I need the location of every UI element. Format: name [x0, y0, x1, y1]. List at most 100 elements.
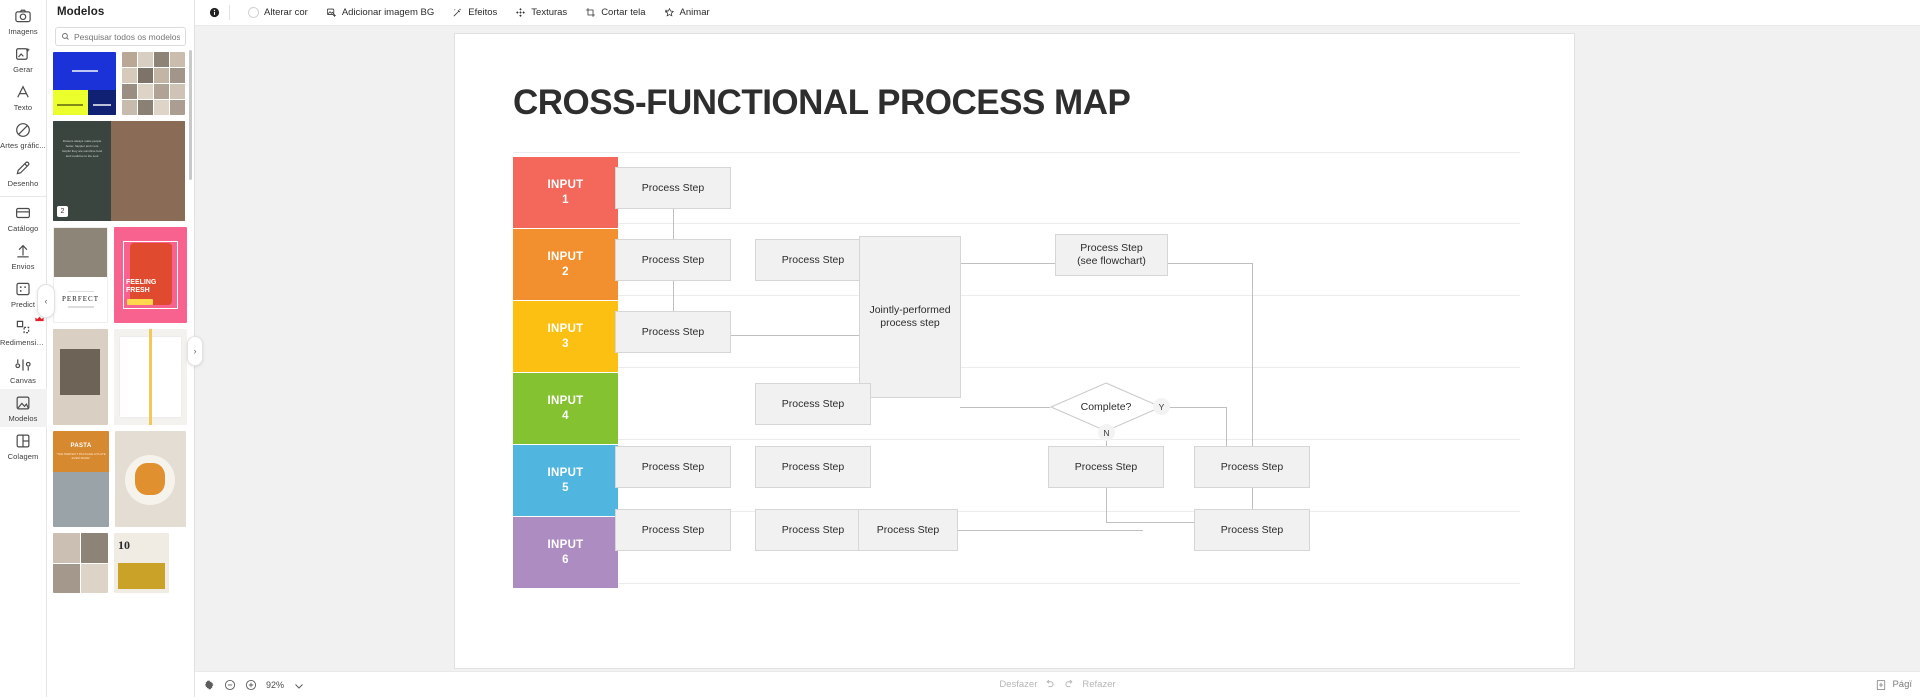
template-thumbnail-perfect[interactable]: PERFECT — [53, 227, 108, 323]
process-step-node[interactable]: Process Step — [755, 383, 871, 425]
lane-label: INPUT — [547, 250, 584, 263]
sidebar-item-redimensionar[interactable]: Redimensio... — [0, 313, 47, 351]
zoom-out-icon[interactable] — [224, 679, 236, 691]
lane-header-input-4[interactable]: INPUT 4 — [513, 373, 618, 444]
lane-header-input-1[interactable]: INPUT 1 — [513, 157, 618, 228]
sidebar-item-predict[interactable]: Predict — [0, 275, 47, 313]
thumbnail-row: 10 — [53, 533, 188, 593]
search-box[interactable] — [55, 27, 186, 46]
lane-header-input-5[interactable]: INPUT 5 — [513, 445, 618, 516]
template-thumbnail-martin-morris[interactable] — [53, 52, 116, 115]
lane-divider — [513, 439, 1520, 440]
process-step-node[interactable]: Process Step — [615, 239, 731, 281]
process-step-node[interactable]: Process Step — [1194, 509, 1310, 551]
sidebar-item-desenho[interactable]: Desenho — [0, 154, 47, 192]
template-thumbnail-ten[interactable]: 10 — [114, 533, 169, 593]
node-line-1: Process Step — [1080, 242, 1143, 254]
template-thumbnail-notebook-mockup[interactable] — [114, 329, 187, 425]
process-step-node[interactable]: Process Step — [615, 446, 731, 488]
alterar-cor-button[interactable]: Alterar cor — [239, 4, 317, 21]
gear-icon[interactable] — [203, 679, 215, 691]
undo-button[interactable]: Desfazer — [999, 678, 1055, 691]
toolbar-button-label: Alterar cor — [264, 7, 308, 18]
info-button[interactable] — [202, 7, 226, 18]
sidebar-item-gerar[interactable]: Gerar — [0, 40, 47, 78]
template-thumbnail-food[interactable] — [115, 431, 186, 527]
diagram-title: CROSS-FUNCTIONAL PROCESS MAP — [513, 83, 1131, 122]
toolbar-divider — [229, 5, 230, 20]
process-step-node[interactable]: Process Step — [615, 311, 731, 353]
design-page[interactable]: CROSS-FUNCTIONAL PROCESS MAP INPUT 1 — [454, 33, 1575, 669]
process-step-node[interactable]: Process Step — [755, 446, 871, 488]
sidebar-item-label: Modelos — [8, 414, 38, 423]
process-step-node[interactable]: Process Step — [1194, 446, 1310, 488]
sidebar-item-texto[interactable]: Texto — [0, 78, 47, 116]
lane-divider — [513, 223, 1520, 224]
search-input[interactable] — [74, 31, 180, 42]
edge-label-yes: Y — [1153, 398, 1170, 415]
lane-number: 3 — [562, 337, 569, 350]
decision-node[interactable]: Complete? — [1050, 382, 1162, 432]
zoom-in-icon[interactable] — [245, 679, 257, 691]
connector — [615, 335, 860, 336]
chevron-down-icon[interactable] — [293, 680, 303, 690]
sidebar-item-catalogo[interactable]: Catálogo — [0, 199, 47, 237]
canvas-stage[interactable]: CROSS-FUNCTIONAL PROCESS MAP INPUT 1 — [195, 26, 1920, 671]
redo-label: Refazer — [1082, 679, 1116, 690]
crop-icon — [586, 8, 596, 17]
template-thumbnail-caption: PASTA — [70, 443, 92, 450]
process-step-node[interactable]: Process Step — [615, 167, 731, 209]
node-line-2: (see flowchart) — [1077, 255, 1146, 267]
sidebar-item-envios[interactable]: Envios — [0, 237, 47, 275]
expand-panel-button[interactable]: › — [187, 336, 203, 366]
collage-icon — [14, 432, 32, 450]
process-step-node[interactable]: Process Step — [615, 509, 731, 551]
template-thumbnail-collage[interactable] — [53, 533, 108, 593]
process-step-node[interactable]: Process Step — [858, 509, 958, 551]
sidebar-item-artes-graficas[interactable]: Artes gráfic... — [0, 116, 47, 154]
process-step-see-flowchart-node[interactable]: Process Step (see flowchart) — [1055, 234, 1168, 276]
connector — [1252, 480, 1253, 522]
sidebar-item-imagens[interactable]: Imagens — [0, 2, 47, 40]
text-icon — [14, 83, 32, 101]
texturas-button[interactable]: Texturas — [506, 4, 576, 21]
sidebar-item-canvas[interactable]: Canvas — [0, 351, 47, 389]
sparkle-image-icon — [14, 45, 32, 63]
lane-header-input-6[interactable]: INPUT 6 — [513, 517, 618, 588]
jointly-performed-process-step-node[interactable]: Jointly-performed process step — [859, 236, 961, 398]
adicionar-imagem-bg-button[interactable]: Adicionar imagem BG — [317, 4, 443, 21]
status-bar-right[interactable]: Págï — [1875, 679, 1912, 691]
template-thumbnail-caption: FRESH — [126, 287, 150, 294]
template-thumbnail-beige-portrait[interactable] — [53, 329, 108, 425]
lane-header-input-3[interactable]: INPUT 3 — [513, 301, 618, 372]
effects-wand-icon — [453, 8, 462, 17]
process-map-diagram: CROSS-FUNCTIONAL PROCESS MAP INPUT 1 — [455, 34, 1576, 670]
shapes-icon — [14, 121, 32, 139]
cortar-tela-button[interactable]: Cortar tela — [576, 4, 654, 21]
panel-scrollbar[interactable] — [189, 50, 192, 180]
decision-label: Complete? — [1080, 401, 1132, 413]
lane-number: 6 — [562, 553, 569, 566]
animar-button[interactable]: Animar — [655, 4, 719, 21]
template-thumbnail-photo-grid[interactable] — [122, 52, 185, 115]
lane-header-input-2[interactable]: INPUT 2 — [513, 229, 618, 300]
collapse-panel-button[interactable]: ‹ — [37, 284, 55, 318]
connector — [1252, 263, 1253, 457]
lane-number: 5 — [562, 481, 569, 494]
sidebar-item-colagem[interactable]: Colagem — [0, 427, 47, 465]
color-swatch-icon — [248, 7, 259, 18]
process-step-node[interactable]: Process Step — [1048, 446, 1164, 488]
process-step-node[interactable]: Process Step — [755, 239, 871, 281]
canvas-icon — [14, 356, 32, 374]
zoom-level-value[interactable]: 92% — [266, 679, 285, 690]
efeitos-button[interactable]: Efeitos — [443, 4, 506, 21]
template-thumbnail-pasta[interactable]: PASTA "THE PERFECT PACKAGE A PLATE EVER … — [53, 431, 109, 527]
sidebar-item-modelos[interactable]: Modelos — [0, 389, 47, 427]
template-thumbnail-florist[interactable]: Flowers always make people better, happi… — [53, 121, 185, 221]
redo-button[interactable]: Refazer — [1064, 678, 1116, 691]
template-thumbnail-feeling-fresh[interactable]: FEELING FRESH — [114, 227, 187, 323]
sidebar-item-label: Artes gráfic... — [0, 141, 46, 150]
template-thumbnail-list[interactable]: Flowers always make people better, happi… — [47, 52, 194, 697]
process-step-node[interactable]: Process Step — [755, 509, 871, 551]
